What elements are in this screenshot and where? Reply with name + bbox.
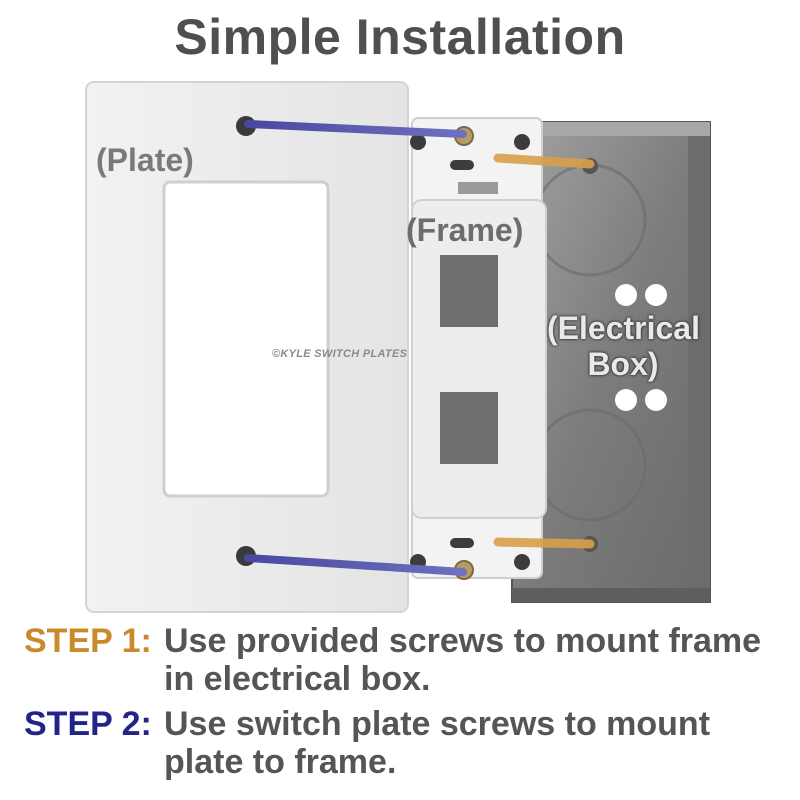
plate-screw-lines (244, 120, 467, 576)
electrical-box-label-line2: Box) (587, 346, 659, 382)
wall-plate (85, 81, 409, 613)
page-title: Simple Installation (174, 9, 626, 65)
frame-screw-lines (493, 153, 595, 549)
electrical-box-label: (Electrical Box) (547, 310, 700, 382)
electrical-box-label-line1: (Electrical (547, 310, 700, 346)
step-2-text: Use switch plate screws to mount plate t… (164, 705, 711, 781)
watermark: ©KYLE SWITCH PLATES (272, 348, 408, 360)
step-1: STEP 1: Use provided screws to mount fra… (24, 622, 784, 698)
step-2: STEP 2: Use switch plate screws to mount… (24, 705, 784, 781)
step-2-label: STEP 2: (24, 705, 152, 743)
step-1-label: STEP 1: (24, 622, 152, 660)
step-1-text: Use provided screws to mount frame in el… (164, 622, 762, 698)
frame (410, 117, 547, 580)
frame-label: (Frame) (406, 212, 524, 248)
plate-label: (Plate) (96, 142, 194, 178)
